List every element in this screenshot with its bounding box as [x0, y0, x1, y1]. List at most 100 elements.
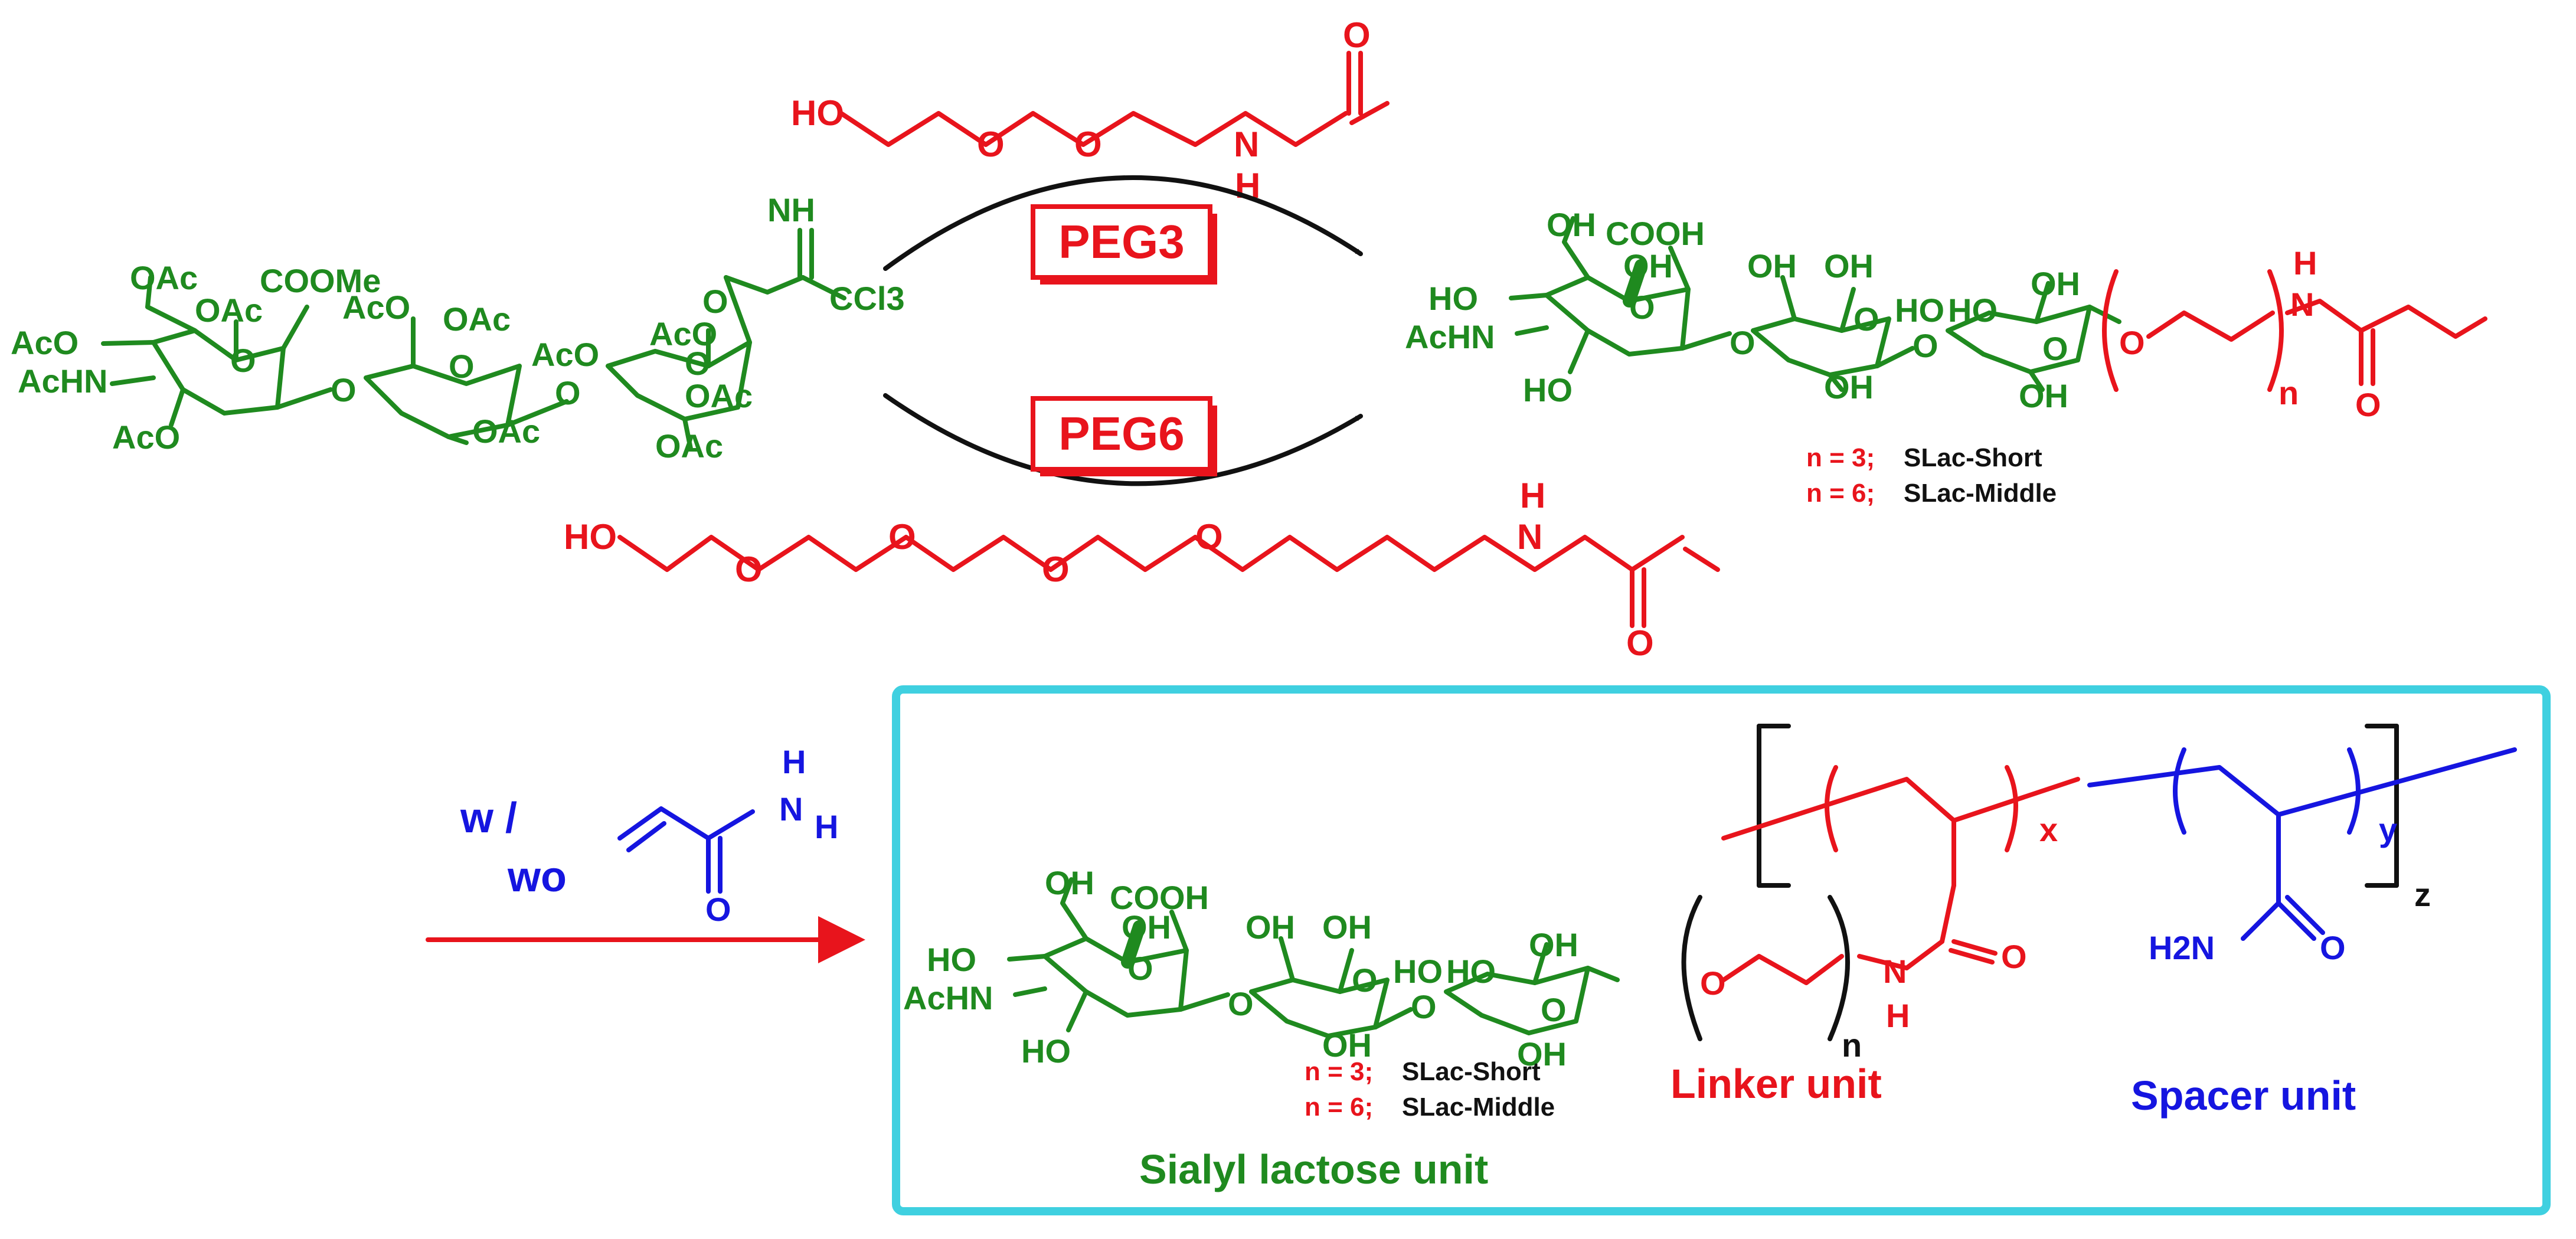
peg3-carbonyl-o: O: [1343, 15, 1371, 55]
pb-ho-r: HO: [1446, 953, 1496, 990]
acrylamide-h-right: H: [815, 808, 838, 845]
pt-variant-short: SLac-Short: [1904, 443, 2042, 472]
acrylamide-vinyl: [626, 821, 666, 852]
pt-ring-o1: O: [1629, 289, 1655, 326]
pt-ring3-down: [2028, 370, 2045, 392]
sialyllactose-donor: OAc COOMe OAc AcO AcHN AcO O O AcO OAc O…: [11, 191, 905, 465]
pt-cooh-bond: [1668, 246, 1691, 292]
donor-achn: AcHN: [18, 362, 107, 400]
arrow-peg3: [883, 175, 1363, 271]
pb-linker-co2: [1949, 948, 1995, 965]
pb-peg-bonds: [1721, 954, 1844, 985]
donor-oac-r3: OAc: [685, 377, 753, 414]
step2-wo: wo: [507, 854, 567, 901]
pb-ring1-out: [1178, 992, 1230, 1012]
pb-cooh-bond: [1169, 910, 1189, 953]
pb-x-sub: x: [2039, 811, 2058, 848]
pt-ho-mid: HO: [1895, 292, 1944, 329]
donor-link-o1: O: [331, 371, 357, 408]
peg3-reagent: HO O O N H O: [791, 15, 1390, 205]
donor-ring2-out: [505, 399, 569, 427]
pb-spacer-h2n: H2N: [2149, 929, 2215, 966]
pb-oh2: OH: [1122, 908, 1171, 946]
pb-linker-h: H: [1886, 997, 1910, 1034]
pb-oh-bottom2: OH: [1322, 1026, 1372, 1064]
pt-ring1: [1544, 275, 1691, 357]
acrylamide-bonds: [617, 806, 755, 841]
peg6-label-box: PEG6: [1031, 396, 1217, 476]
pt-cooh: COOH: [1606, 215, 1705, 252]
pt-variant-n6: n = 6;: [1806, 479, 1875, 508]
pb-linker-n: N: [1883, 953, 1907, 990]
pt-paren-right: [2267, 269, 2284, 392]
pb-peg-o: O: [1700, 965, 1726, 1002]
donor-oac-2: OAc: [195, 292, 263, 329]
peg6-o1: O: [735, 550, 763, 589]
peg3-label-box: PEG3: [1031, 204, 1217, 285]
donor-ring-o1: O: [230, 342, 256, 379]
peg6-h: H: [1520, 476, 1545, 515]
pb-ring-o3: O: [1541, 991, 1567, 1028]
pb-y-sub: y: [2379, 811, 2397, 848]
acrylamide-h-top: H: [782, 743, 806, 780]
donor-aco-r: AcO: [531, 336, 599, 373]
pt-oh-bottom2: OH: [1824, 368, 1874, 406]
donor-imidate: [724, 275, 805, 295]
product-bottom: OH OH COOH HO AcHN HO O O OH OH O OH O H…: [903, 724, 2517, 1192]
peg6-ho: HO: [564, 517, 617, 557]
peg3-o1: O: [977, 125, 1005, 164]
peg6-o3: O: [1042, 550, 1070, 589]
pt-peg-o: O: [2119, 324, 2145, 361]
pt-ring2-out: [1875, 346, 1915, 368]
pb-variant-short: SLac-Short: [1402, 1057, 1541, 1086]
pt-nh-n: N: [2290, 286, 2314, 323]
pt-oh1: OH: [1547, 206, 1596, 243]
pt-oh4: OH: [1824, 247, 1874, 285]
pb-ring3: [1444, 966, 1590, 1035]
donor-ring1-side: [145, 275, 197, 333]
pt-achn-bond: [1515, 325, 1549, 336]
pb-ring-o1: O: [1127, 950, 1153, 987]
spacer-unit-label: Spacer unit: [2131, 1073, 2356, 1119]
peg6-chain-bonds: [617, 535, 1685, 572]
pb-backbone-spacer: [2087, 747, 2517, 817]
pb-z-sub: z: [2414, 876, 2431, 913]
donor-ring3-down: [682, 417, 693, 451]
linker-unit-label: Linker unit: [1671, 1061, 1882, 1107]
donor-ring3: [606, 340, 752, 421]
pb-achn-bond: [1013, 986, 1047, 997]
pb-spacer-co2: [2285, 895, 2325, 935]
pt-oh2: OH: [1623, 247, 1673, 285]
peg6-carbonyl-o: O: [1626, 623, 1654, 663]
peg6-o4: O: [1195, 517, 1223, 557]
polymer-frame: [892, 685, 2551, 1215]
pb-oh-r: OH: [1529, 926, 1578, 963]
peg3-n: N: [1234, 125, 1259, 164]
pb-variant-n6: n = 6;: [1305, 1093, 1373, 1122]
pb-cooh: COOH: [1110, 879, 1209, 916]
pb-ring3-out: [1586, 966, 1620, 982]
pb-paren-right: [1828, 895, 1850, 1041]
pt-carbonyl-o: O: [2355, 386, 2381, 423]
pb-paren-y-right: [2347, 747, 2361, 835]
pb-link-o1: O: [1228, 985, 1254, 1022]
pb-ring1: [1042, 936, 1189, 1018]
pb-oh4: OH: [1322, 908, 1372, 946]
peg3-label-frame: [1031, 204, 1212, 280]
pb-oh1: OH: [1045, 864, 1094, 901]
donor-imid-o: O: [702, 283, 728, 320]
donor-aco-left: AcO: [11, 324, 79, 361]
pb-spacer-nh2-bond: [2241, 901, 2281, 941]
pb-ring1-side: [1060, 877, 1088, 941]
product-top: OH OH COOH HO AcHN HO O O OH OH O OH O H…: [1405, 206, 2487, 508]
acrylamide-n: N: [779, 790, 803, 828]
pt-ring1-side: [1562, 216, 1590, 280]
pt-paren-left: [2102, 269, 2119, 392]
pb-ho-bottom: HO: [1021, 1032, 1071, 1070]
pb-ring2-up2: [1338, 948, 1354, 994]
donor-ccl3: CCl3: [829, 280, 905, 317]
pt-ho-bottom: HO: [1523, 371, 1573, 408]
pb-ring1-wedge: [1121, 920, 1146, 969]
donor-aco-bond: [101, 340, 156, 346]
